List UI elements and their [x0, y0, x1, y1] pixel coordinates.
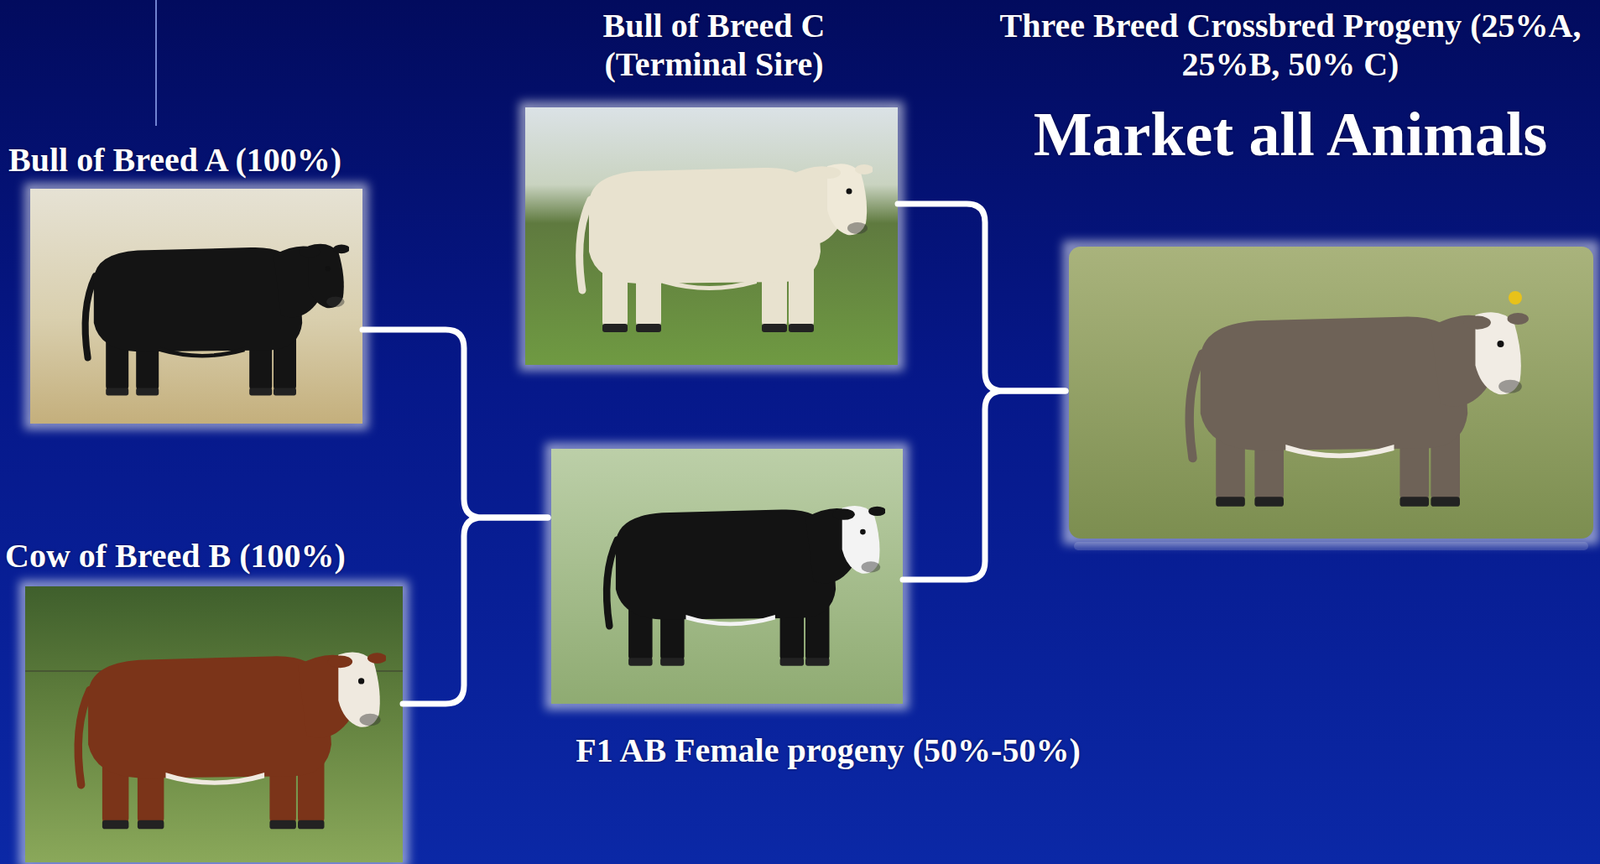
photo-node: Bull of Breed A (100%): [30, 188, 363, 424]
photo-node: Cow of Breed B (100%): [25, 586, 403, 863]
banner-heading: Market all Animals: [1033, 99, 1548, 171]
bracket-connector: [902, 390, 1066, 580]
node-heading: F1 AB Female progeny (50%-50%): [575, 731, 1080, 771]
node-heading: Bull of Breed A (100%): [8, 140, 342, 180]
node-heading: Three Breed Crossbred Progeny (25%A, 25%…: [988, 6, 1593, 84]
node-heading: Cow of Breed B (100%): [5, 536, 346, 576]
bracket-connector: [897, 203, 1066, 391]
photo-node: F1 AB Female progeny (50%-50%): [551, 448, 903, 704]
photo-node: Three Breed Crossbred Progeny (25%A, 25%…: [1068, 246, 1594, 539]
photo-node: Bull of Breed C (Terminal Sire): [525, 107, 898, 365]
bracket-connector: [402, 517, 548, 704]
bracket-connector: [362, 329, 548, 518]
node-heading: Bull of Breed C (Terminal Sire): [562, 6, 866, 84]
